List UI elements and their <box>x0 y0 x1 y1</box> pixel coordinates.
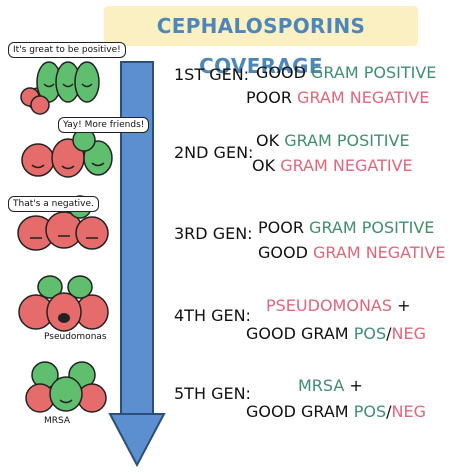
gen-5-line-1: MRSA + <box>298 376 363 395</box>
gen-4-plus: + <box>397 296 411 315</box>
bacteria-group-2 <box>21 128 113 178</box>
gen-4-neg: NEG <box>391 324 426 343</box>
gen-2-line-1: OK GRAM POSITIVE <box>256 131 410 150</box>
gen-3-qual-1: POOR <box>258 218 304 237</box>
gen-5-neg: NEG <box>391 402 426 421</box>
gen-1-line-2: POOR GRAM NEGATIVE <box>246 88 429 107</box>
gen-3-target-1: GRAM POSITIVE <box>309 218 435 237</box>
speech-bubble-negative: That's a negative. <box>8 196 99 212</box>
gen-3-line-1: POOR GRAM POSITIVE <box>258 218 434 237</box>
gen-3-qual-2: GOOD <box>258 243 308 262</box>
gen-1-qual-2: POOR <box>246 88 292 107</box>
gen-5-line-2: GOOD GRAM POS/NEG <box>246 402 426 421</box>
gen-4-slash: / <box>386 324 392 343</box>
gen-3-target-2: GRAM NEGATIVE <box>313 243 446 262</box>
gen-4-target-1: PSEUDOMONAS <box>266 296 393 315</box>
speech-bubble-friends: Yay! More friends! <box>58 117 150 133</box>
bacteria-group-5 <box>25 361 107 413</box>
gen-1-qual-1: GOOD <box>256 63 306 82</box>
gen-4-label: 4TH GEN: <box>174 306 251 325</box>
gen-5-slash: / <box>386 402 392 421</box>
gen-1-line-1: GOOD GRAM POSITIVE <box>256 63 436 82</box>
gen-3-label: 3RD GEN: <box>174 224 253 243</box>
gen-1-label: 1ST GEN: <box>174 65 250 84</box>
caption-pseudomonas: Pseudomonas <box>44 332 107 342</box>
gen-1-target-1: GRAM POSITIVE <box>311 63 437 82</box>
gen-5-pos: POS <box>353 402 387 421</box>
speech-bubble-positive: It's great to be positive! <box>8 42 126 58</box>
title-banner <box>104 6 418 46</box>
gen-4-pos: POS <box>353 324 387 343</box>
bacteria-group-1 <box>20 61 100 115</box>
gen-2-target-2: GRAM NEGATIVE <box>280 156 413 175</box>
gen-3-line-2: GOOD GRAM NEGATIVE <box>258 243 445 262</box>
gen-5-target-1: MRSA <box>298 376 345 395</box>
gen-5-label: 5TH GEN: <box>174 384 251 403</box>
gen-2-label: 2ND GEN: <box>174 143 254 162</box>
gen-4-qual-2: GOOD GRAM <box>246 324 349 343</box>
gen-5-qual-2: GOOD GRAM <box>246 402 349 421</box>
bacteria-group-4 <box>18 275 109 332</box>
gen-1-target-2: GRAM NEGATIVE <box>297 88 430 107</box>
gen-2-line-2: OK GRAM NEGATIVE <box>252 156 413 175</box>
caption-mrsa: MRSA <box>44 416 71 426</box>
gen-4-line-2: GOOD GRAM POS/NEG <box>246 324 426 343</box>
gen-5-plus: + <box>349 376 363 395</box>
gen-2-qual-1: OK <box>256 131 280 150</box>
gen-2-qual-2: OK <box>252 156 276 175</box>
gen-4-line-1: PSEUDOMONAS + <box>266 296 411 315</box>
page-title: CEPHALOSPORINS COVERAGE <box>156 14 366 78</box>
gen-2-target-1: GRAM POSITIVE <box>284 131 410 150</box>
